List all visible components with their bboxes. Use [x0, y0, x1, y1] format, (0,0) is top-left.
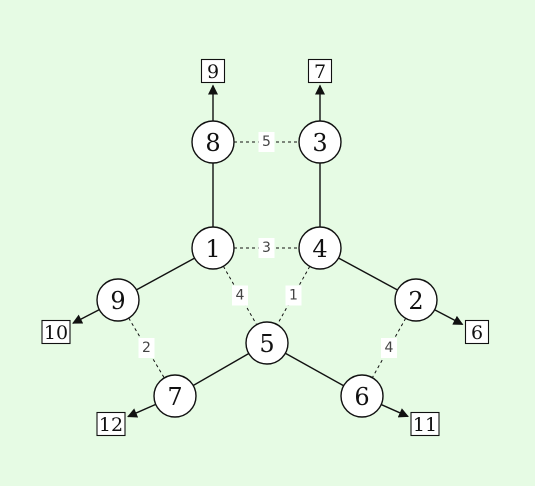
node-label: 6	[354, 383, 369, 411]
solid-edge-n1-n9	[136, 257, 195, 291]
node-label: 8	[205, 129, 220, 157]
node-circle	[245, 321, 289, 365]
node-label: 4	[312, 235, 327, 263]
box-frame	[464, 319, 490, 345]
edge-weight-background	[258, 132, 275, 152]
arrow-n7-b12	[127, 403, 157, 418]
box-frame	[200, 58, 226, 84]
node-circle	[191, 226, 235, 270]
solid-edge-n5-n7	[192, 352, 250, 387]
node-label: 7	[167, 383, 182, 411]
node-label: 3	[312, 129, 327, 157]
node-circle	[96, 278, 140, 322]
box-9: 9	[200, 58, 226, 84]
node-label: 1	[205, 235, 220, 263]
edge-weight-label: 2	[142, 340, 151, 356]
box-label: 12	[99, 414, 123, 436]
node-4: 4	[298, 226, 342, 270]
edge-labels-layer: 5 3 4 1 2 4	[138, 132, 397, 358]
box-frame	[307, 58, 333, 84]
node-circle	[340, 374, 384, 418]
node-circle	[298, 226, 342, 270]
edge-weight-background	[258, 238, 275, 258]
edge-weight-label: 4	[236, 288, 245, 304]
nodes-layer: 8 3 1 4 9 2 5 7 6	[96, 120, 438, 418]
node-circle	[191, 120, 235, 164]
node-label: 9	[110, 287, 125, 315]
edge-weight-background	[381, 338, 397, 358]
node-label: 5	[259, 330, 274, 358]
node-7: 7	[153, 374, 197, 418]
edge-weight-label: 5	[262, 134, 271, 150]
box-11: 11	[410, 411, 440, 437]
solid-edge-n4-n2	[338, 257, 398, 291]
arrow-n9-b10	[72, 309, 100, 324]
box-label: 9	[207, 61, 219, 83]
solid-edge-n5-n6	[284, 352, 345, 387]
box-7: 7	[307, 58, 333, 84]
dashed-edge-n4-n5	[276, 266, 311, 325]
box-label: 11	[413, 414, 437, 436]
dashed-edge-n1-n5	[222, 266, 258, 325]
box-label: 6	[471, 322, 483, 344]
arrow-n2-b6	[434, 309, 464, 326]
node-1: 1	[191, 226, 235, 270]
node-6: 6	[340, 374, 384, 418]
node-8: 8	[191, 120, 235, 164]
node-9: 9	[96, 278, 140, 322]
dashed-edge-n2-n6	[371, 318, 407, 378]
node-5: 5	[245, 321, 289, 365]
node-label: 2	[408, 287, 423, 315]
box-12: 12	[96, 411, 126, 437]
box-6: 6	[464, 319, 490, 345]
box-frame	[410, 411, 440, 437]
arrow-n6-b11	[380, 403, 409, 418]
box-frame	[96, 411, 126, 437]
node-circle	[298, 120, 342, 164]
edges-layer	[72, 84, 464, 418]
box-frame	[41, 319, 71, 345]
box-label: 7	[314, 61, 326, 83]
node-circle	[394, 278, 438, 322]
node-2: 2	[394, 278, 438, 322]
node-3: 3	[298, 120, 342, 164]
edge-weight-background	[138, 338, 155, 358]
edge-weight-label: 1	[289, 288, 298, 304]
node-circle	[153, 374, 197, 418]
edge-weight-background	[285, 285, 302, 306]
box-label: 10	[44, 322, 68, 344]
box-10: 10	[41, 319, 71, 345]
edge-weight-label: 4	[385, 340, 394, 356]
edge-weight-label: 3	[262, 240, 271, 256]
edge-weight-background	[232, 285, 248, 306]
